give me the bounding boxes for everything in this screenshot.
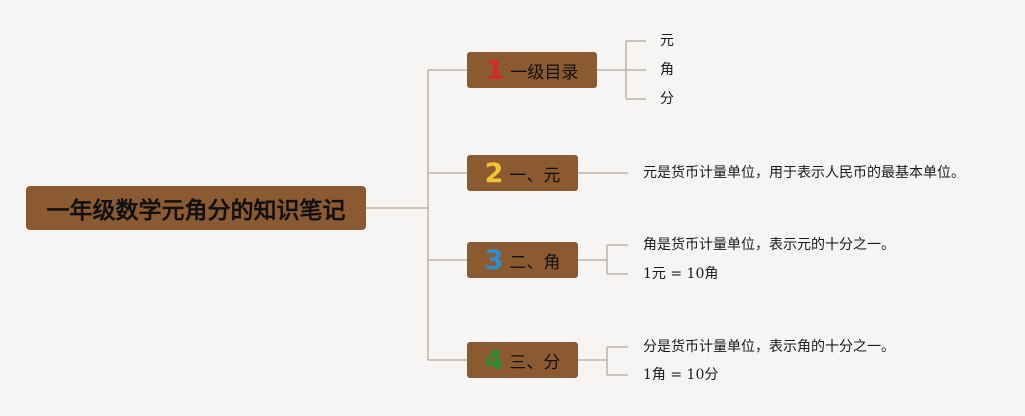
branch-label-4: 三、分	[509, 352, 561, 373]
branch-number-4: 4	[484, 344, 504, 376]
root-label: 一年级数学元角分的知识笔记	[46, 198, 346, 224]
branch-label-2: 一、元	[509, 165, 561, 186]
branch-label-3: 二、角	[509, 252, 561, 273]
leaf-yuan[interactable]: 元	[660, 33, 674, 49]
branch-node-2[interactable]: 2 一、元	[467, 155, 578, 191]
branch-node-4[interactable]: 4 三、分	[467, 342, 578, 378]
leaf-fen-definition[interactable]: 分是货币计量单位，表示角的十分之一。	[643, 339, 895, 355]
root-node[interactable]: 一年级数学元角分的知识笔记	[26, 186, 366, 230]
leaf-jiao-definition[interactable]: 角是货币计量单位，表示元的十分之一。	[643, 237, 895, 253]
branch-node-3[interactable]: 3 二、角	[467, 242, 578, 278]
branch-node-1[interactable]: 1 一级目录	[467, 52, 597, 88]
leaf-fen-conversion[interactable]: 1角 = 10分	[643, 367, 719, 383]
leaf-jiao[interactable]: 角	[660, 62, 674, 78]
leaf-jiao-conversion[interactable]: 1元 = 10角	[643, 266, 719, 282]
branch-number-2: 2	[484, 157, 504, 189]
branch-label-1: 一级目录	[510, 62, 579, 83]
branch-number-1: 1	[485, 54, 505, 86]
branch-number-3: 3	[484, 244, 504, 276]
leaf-fen[interactable]: 分	[660, 91, 674, 107]
leaf-yuan-definition[interactable]: 元是货币计量单位，用于表示人民币的最基本单位。	[643, 165, 965, 181]
